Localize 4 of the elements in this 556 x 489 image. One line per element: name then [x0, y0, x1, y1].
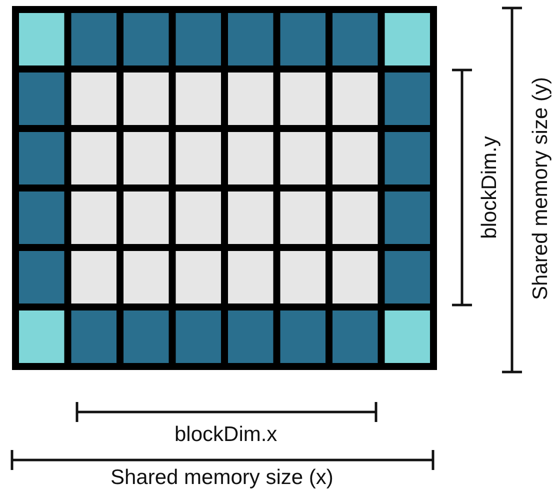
dimension-label: blockDim.x: [174, 424, 278, 444]
dimension-label: blockDim.y: [478, 136, 500, 238]
dimension-label: Shared memory size (x): [110, 466, 334, 488]
dimension-label: Shared memory size (y): [529, 76, 550, 300]
